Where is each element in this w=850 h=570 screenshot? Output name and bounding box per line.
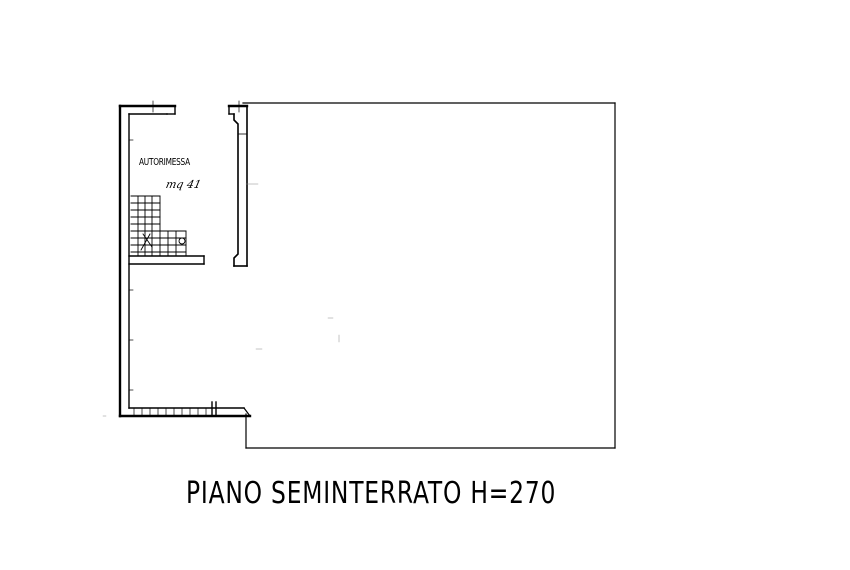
room-label-garage: AUTORIMESSA (139, 157, 190, 168)
bottom-wall-hatch (133, 401, 217, 417)
room-area-annotation: mq 41 (164, 178, 203, 191)
garage-partition-wall (233, 105, 248, 267)
construction-marks (102, 183, 340, 417)
staircase (130, 195, 187, 257)
perimeter-wall (118, 104, 252, 418)
adjacent-unit-outline (242, 102, 616, 449)
left-wall-ticks (128, 100, 240, 391)
interior-partition (128, 255, 205, 265)
floor-title: PIANO SEMINTERRATO H=270 (186, 476, 557, 511)
